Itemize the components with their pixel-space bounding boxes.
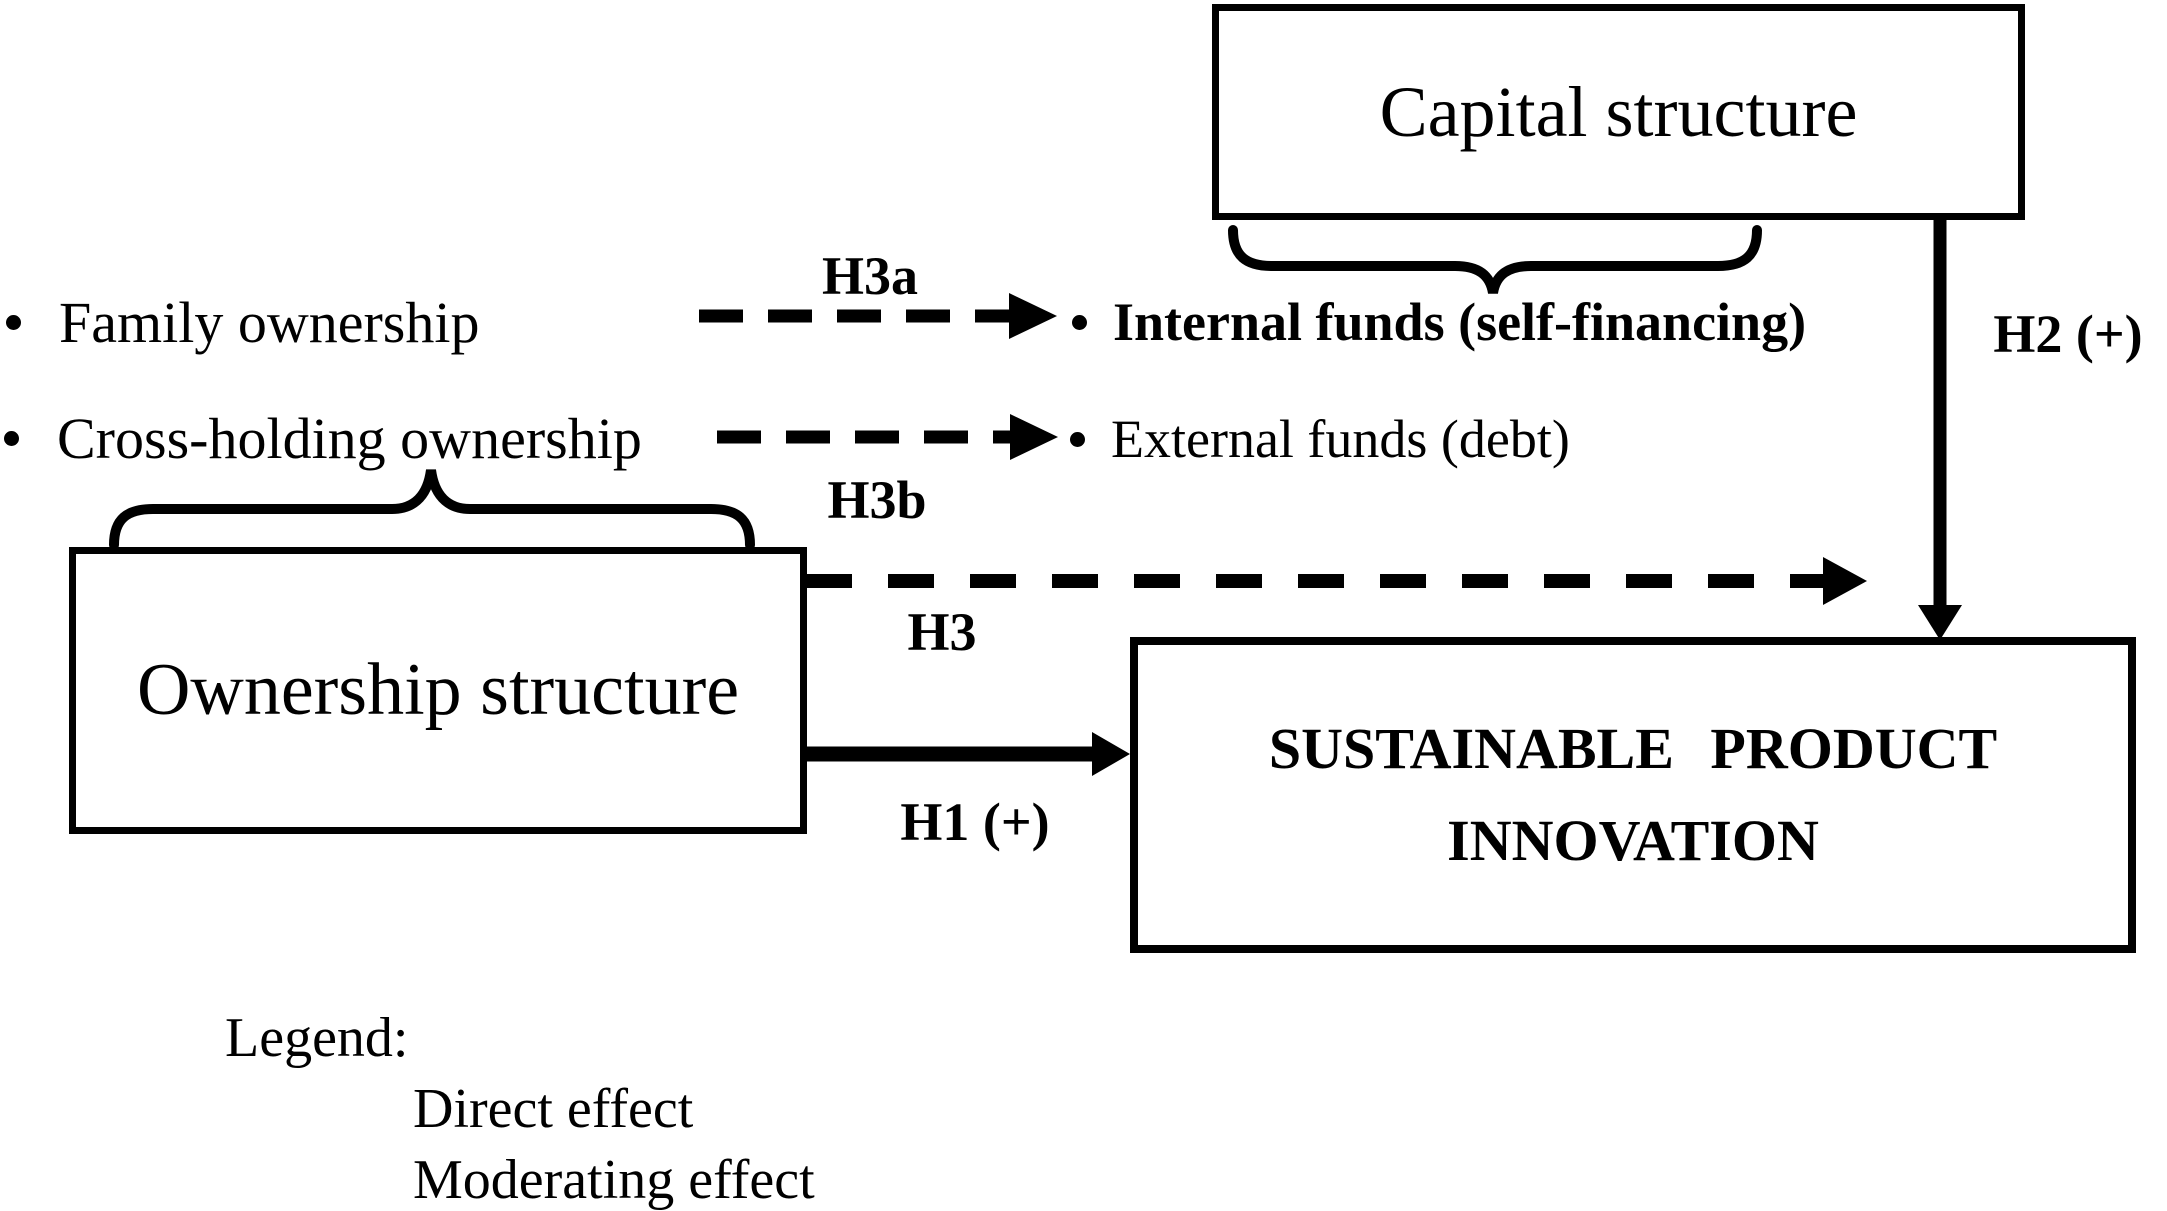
family-ownership-label: Family ownership xyxy=(59,289,480,355)
h3-dashed-arrow-icon xyxy=(806,557,1867,605)
legend-item-direct-effect: Direct effect xyxy=(413,1078,694,1140)
legend-title: Legend: xyxy=(225,1007,409,1069)
ownership-structure-label: Ownership structure xyxy=(136,649,740,731)
capital-structure-label: Capital structure xyxy=(1379,71,1858,152)
external-funds-label: External funds (debt) xyxy=(1111,409,1570,469)
hypothesis-h2-label: H2 (+) xyxy=(1993,304,2143,364)
capital-structure-box: Capital structure xyxy=(1212,4,2025,220)
spi-label-line1: SUSTAINABLE PRODUCT xyxy=(1268,716,1998,782)
capital-underbrace-icon xyxy=(1228,225,1762,295)
sustainable-product-innovation-box: SUSTAINABLE PRODUCT INNOVATION xyxy=(1130,637,2136,953)
list-item: Internal funds (self-financing) xyxy=(1072,291,1806,353)
legend-item-moderating-effect: Moderating effect xyxy=(413,1149,815,1211)
h3b-dashed-arrow-icon xyxy=(717,414,1058,460)
hypothesis-h3a-label: H3a xyxy=(821,246,919,306)
list-item: Cross-holding ownership xyxy=(4,405,642,471)
hypothesis-h3-label: H3 xyxy=(907,602,977,662)
bullet-icon xyxy=(6,314,21,330)
ownership-structure-box: Ownership structure xyxy=(69,547,807,834)
bullet-icon xyxy=(1072,314,1087,330)
h1-direct-arrow-icon xyxy=(806,732,1130,776)
h2-direct-arrow-icon xyxy=(1918,219,1962,640)
hypothesis-h1-label: H1 (+) xyxy=(900,792,1050,852)
spi-label-line2: INNOVATION xyxy=(1447,808,1819,873)
ownership-overbrace-icon xyxy=(109,469,755,550)
hypothesis-h3b-label: H3b xyxy=(827,470,927,530)
list-item: Family ownership xyxy=(6,289,480,355)
list-item: External funds (debt) xyxy=(1070,408,1570,470)
internal-funds-label: Internal funds (self-financing) xyxy=(1113,292,1807,352)
cross-holding-ownership-label: Cross-holding ownership xyxy=(57,405,642,471)
bullet-icon xyxy=(1070,431,1085,447)
bullet-icon xyxy=(4,430,19,446)
